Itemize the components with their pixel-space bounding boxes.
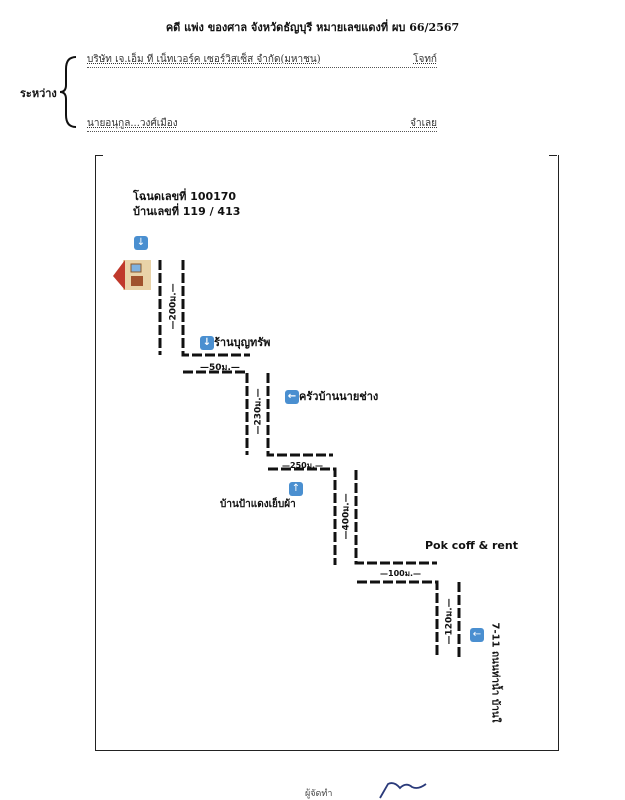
- prepared-by-label: ผู้จัดทำ: [305, 789, 333, 799]
- map-frame: [95, 155, 559, 751]
- arrow-down-icon: ↓: [134, 236, 148, 250]
- plaintiff-line: บริษัท เจ.เอ็ม ที เน็ทเวอร์ค เซอร์วิสเซ็…: [87, 52, 437, 68]
- road-line: [357, 580, 439, 658]
- defendant-line: นายอนุกูล...วงศ์เมือง จำเลย: [87, 116, 437, 132]
- brace-icon: [59, 56, 77, 128]
- arrow-left-icon: ←: [285, 390, 299, 404]
- landmark-paadaeng: บ้านป้าแดงเย็บผ้า: [220, 499, 296, 510]
- arrow-left-icon: ←: [470, 628, 484, 642]
- arrow-down-icon: ↓: [200, 336, 214, 350]
- road-line: [183, 370, 249, 455]
- between-label: ระหว่าง: [20, 87, 57, 100]
- distance-label: —200ม.—: [168, 283, 179, 330]
- distance-label: —50ม.—: [200, 363, 240, 373]
- house-icon: [113, 260, 151, 290]
- arrow-up-icon: ↑: [289, 482, 303, 496]
- distance-label: —100ม.—: [380, 569, 422, 578]
- deed-number: โฉนดเลขที่ 100170: [133, 190, 237, 203]
- landmark-7-11: 7-11 ถนนท่าน้ำ บ้านใ: [489, 622, 501, 723]
- landmark-krua: ←ครัวบ้านนายช่าง: [285, 387, 378, 405]
- road-line: [268, 467, 337, 565]
- road-line: [181, 260, 250, 357]
- distance-label: —230ม.—: [253, 388, 264, 435]
- distance-label: —400ม.—: [341, 493, 352, 540]
- signature: [379, 782, 427, 799]
- road-line: [266, 373, 333, 457]
- case-header: คดี แพ่ง ของศาล จังหวัดธัญบุรี หมายเลขแด…: [165, 21, 460, 34]
- house-number: บ้านเลขที่ 119 / 413: [133, 205, 241, 218]
- road-line: [354, 470, 437, 565]
- landmark-boonsap: ↓ร้านบุญทรัพ: [200, 333, 270, 351]
- distance-label: —120ม.—: [444, 598, 455, 645]
- distance-label: —250ม.—: [282, 461, 324, 470]
- plaintiff-role: โจทก์: [413, 54, 437, 65]
- landmark-pok-coffee: Pok coff & rent: [425, 539, 518, 552]
- defendant-role: จำเลย: [410, 118, 437, 129]
- defendant-name: นายอนุกูล...วงศ์เมือง: [87, 118, 178, 129]
- plaintiff-name: บริษัท เจ.เอ็ม ที เน็ทเวอร์ค เซอร์วิสเซ็…: [87, 54, 321, 65]
